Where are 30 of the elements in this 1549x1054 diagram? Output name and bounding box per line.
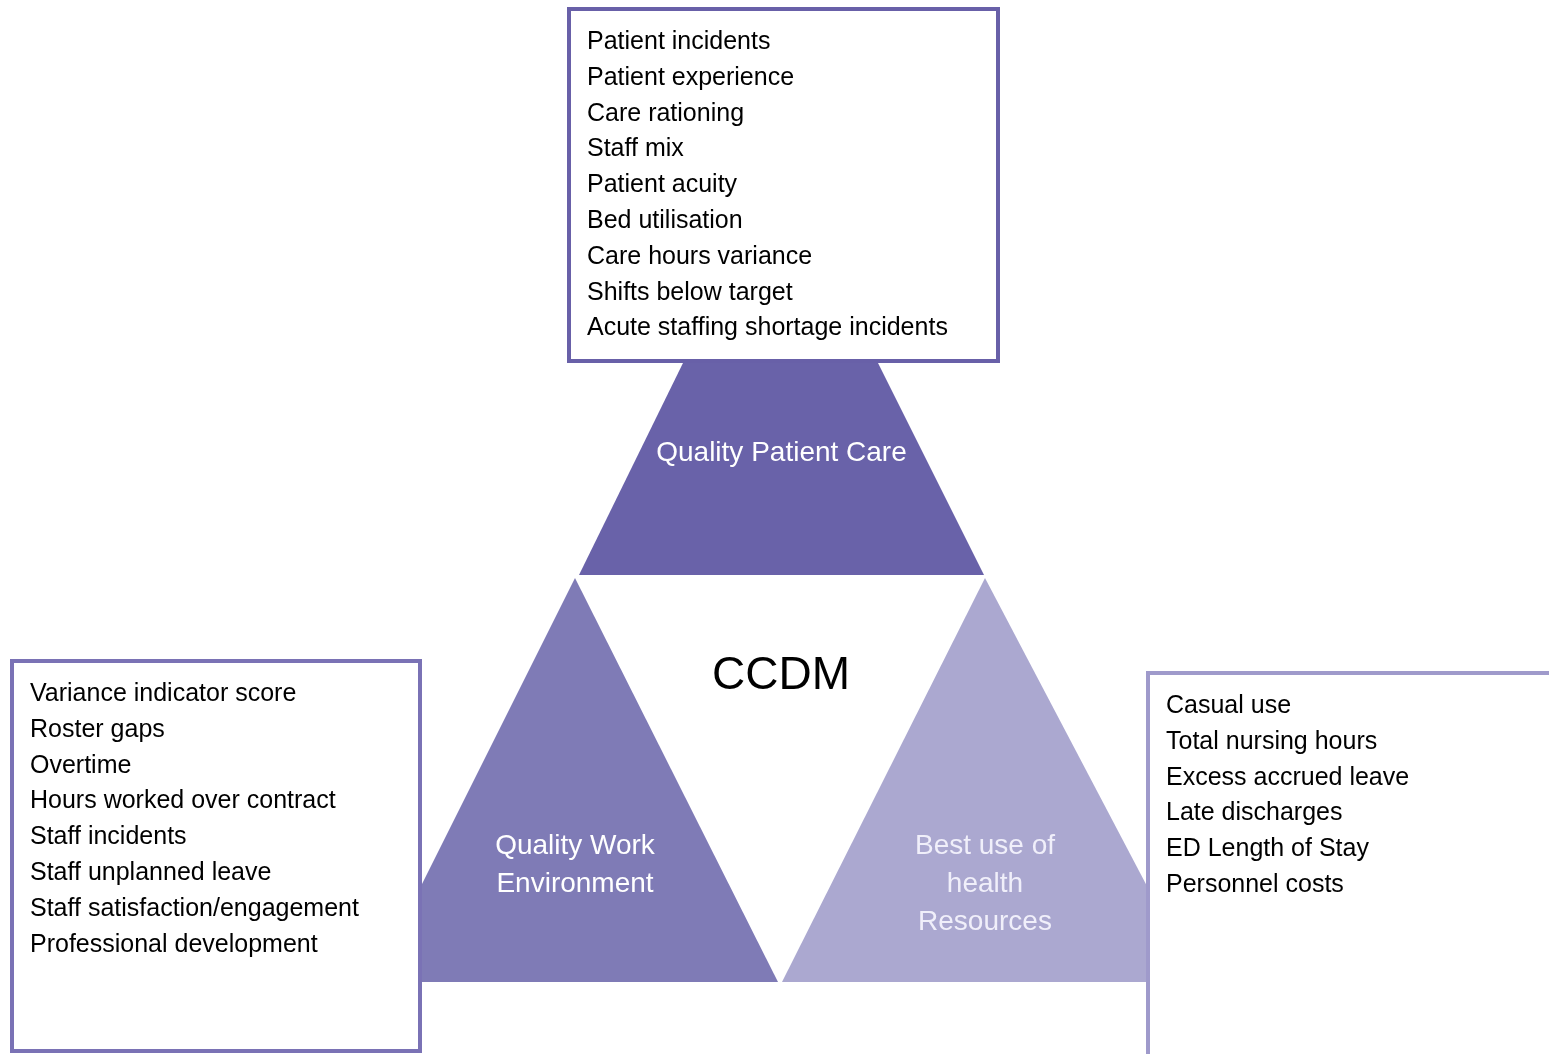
metrics-list-panel [567, 7, 1000, 363]
metric-text: Patient incidents [587, 25, 772, 56]
segment-title: Quality Work Environment [494, 828, 656, 900]
metric-text: Care rationing [587, 96, 746, 128]
metric-text: Staff incidents [30, 820, 188, 852]
metric-text: Staff unplanned leave [30, 856, 273, 887]
metric-text: Personnel costs [1166, 868, 1345, 899]
metric-text: Hours worked over contract [30, 784, 337, 816]
metric-text: Casual use [1166, 689, 1293, 720]
metric-text: Patient acuity [587, 168, 739, 200]
metric-text: Care hours variance [587, 239, 814, 271]
metric-text: Acute staffing shortage incidents [587, 311, 949, 343]
center-title: CCDM [712, 646, 850, 700]
metric-text: ED Length of Stay [1166, 832, 1370, 864]
metric-text: Excess accrued leave [1166, 760, 1411, 792]
metrics-list-panel [1146, 671, 1549, 1054]
metric-text: Variance indicator score [30, 677, 298, 708]
metric-text: Staff mix [587, 132, 685, 164]
metric-text: Total nursing hours [1166, 724, 1379, 756]
metric-text: Bed utilisation [587, 204, 744, 235]
segment-title: Quality Patient Care [655, 435, 908, 469]
metric-text: Patient experience [587, 60, 796, 92]
metric-text: Roster gaps [30, 712, 166, 744]
metric-text: Late discharges [1166, 796, 1344, 828]
metric-text: Professional development [30, 927, 319, 959]
metrics-list-panel [10, 659, 422, 1053]
segment-title: Best use of health Resources [913, 828, 1057, 938]
metric-text: Overtime [30, 748, 133, 780]
metric-text: Staff satisfaction/engagement [30, 891, 360, 923]
metric-text: Shifts below target [587, 275, 794, 307]
